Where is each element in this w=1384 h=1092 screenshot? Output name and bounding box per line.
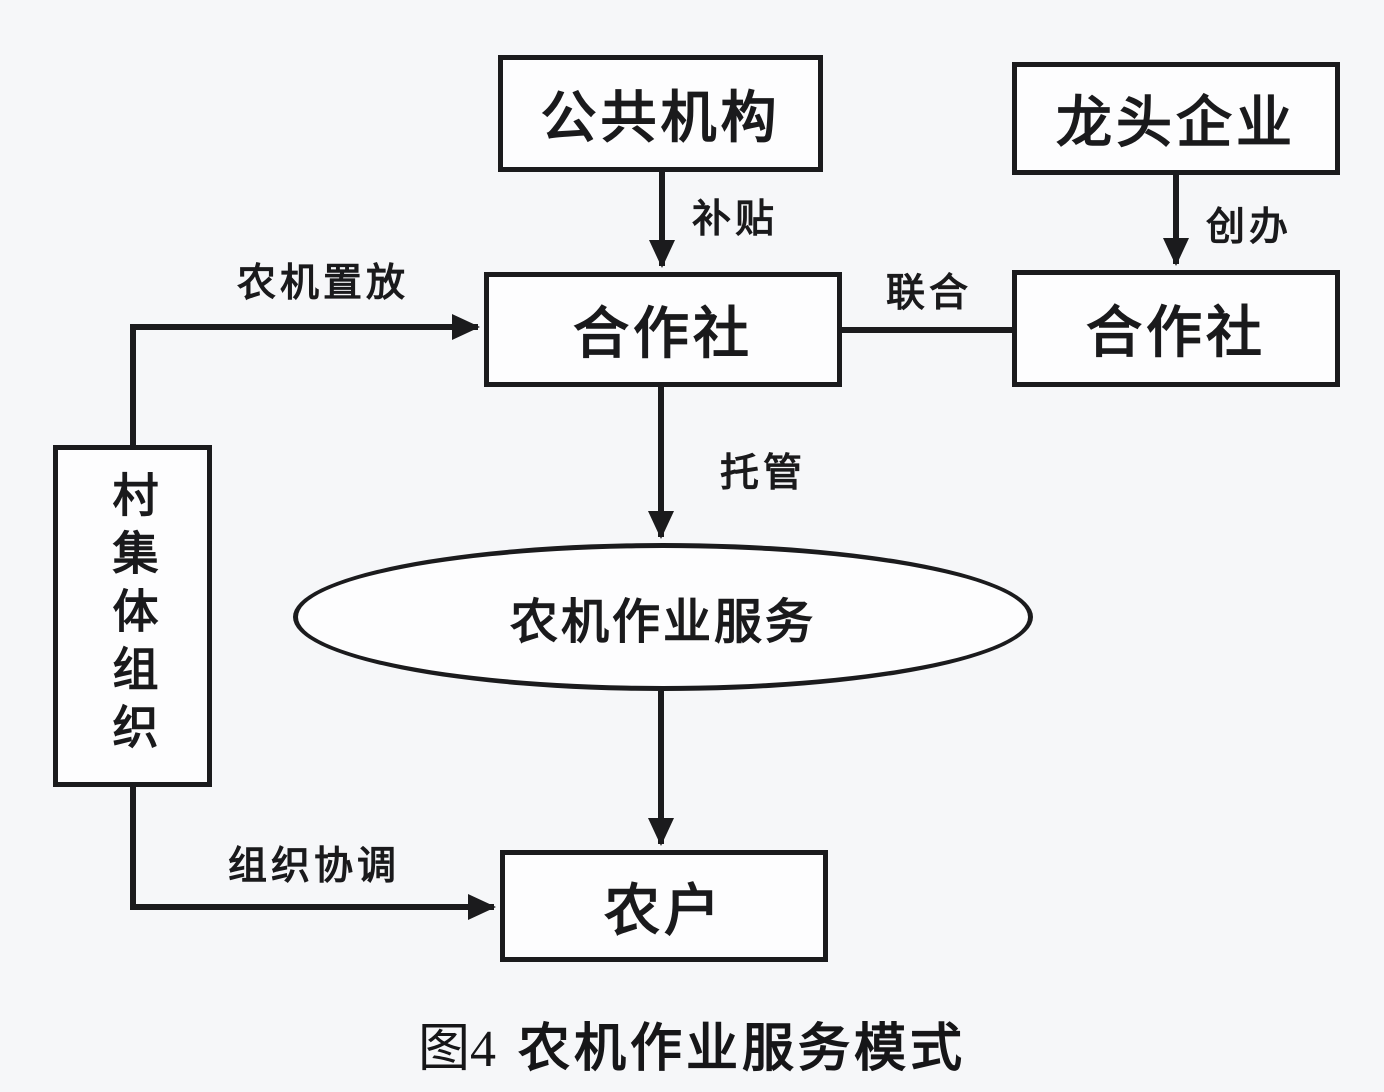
cooperative-main-node: 合作社 <box>484 272 842 387</box>
cooperative-right-node: 合作社 <box>1012 270 1340 387</box>
cooperative-main-label: 合作社 <box>573 302 753 365</box>
coordination-arrow <box>130 787 496 920</box>
coordination-edge-label: 组织协调 <box>228 845 401 888</box>
machinery-service-node: 农机作业服务 <box>293 543 1033 691</box>
village-collective-label: 村集体组织 <box>106 471 159 761</box>
figure-caption-number: 图4 <box>417 1020 496 1078</box>
farmer-label: 农户 <box>604 878 724 942</box>
farmer-node: 农户 <box>500 850 828 962</box>
public-institution-node: 公共机构 <box>498 55 823 172</box>
figure-caption-title: 农机作业服务模式 <box>518 1019 967 1078</box>
leading-enterprise-label: 龙头企业 <box>1056 91 1296 154</box>
figure-caption: 图4 农机作业服务模式 <box>0 1008 1384 1078</box>
machinery-placement-arrow <box>130 314 480 445</box>
village-collective-node: 村集体组织 <box>53 445 212 787</box>
union-edge-label: 联合 <box>886 272 973 315</box>
trusteeship-edge-label: 托管 <box>720 452 807 495</box>
subsidy-edge-label: 补贴 <box>692 198 779 241</box>
cooperative-right-label: 合作社 <box>1086 301 1266 364</box>
machinery-service-label: 农机作业服务 <box>509 596 816 649</box>
leading-enterprise-node: 龙头企业 <box>1012 62 1340 175</box>
found-edge-label: 创办 <box>1206 206 1293 249</box>
machinery-placement-edge-label: 农机置放 <box>237 262 410 305</box>
public-institution-label: 公共机构 <box>540 86 781 149</box>
